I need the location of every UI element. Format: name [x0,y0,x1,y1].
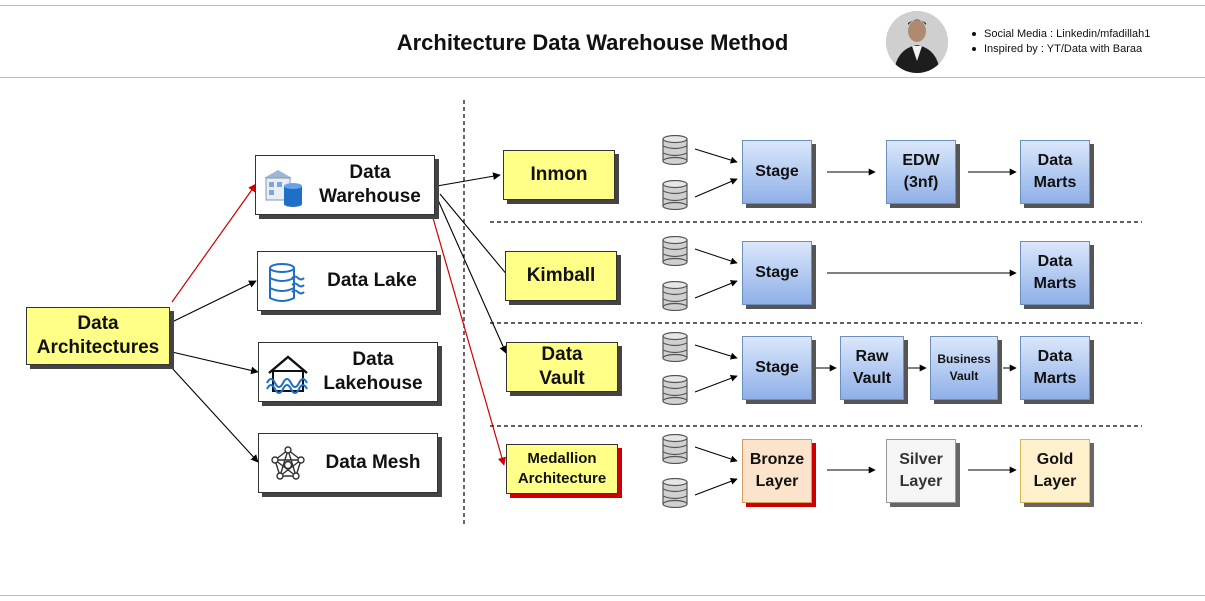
inmon-node[interactable]: Inmon [503,150,615,200]
data-vault-label: Data Vault [539,344,585,389]
inmon-data-marts-label: Data Marts [1033,152,1077,191]
data-architectures-node[interactable]: Data Architectures [26,307,170,365]
top-divider [0,5,1205,6]
data-lake-icon [269,263,305,302]
credits-list: Social Media : Linkedin/mfadillah1 Inspi… [970,27,1150,57]
gold-layer[interactable]: Gold Layer [1020,439,1090,503]
medallion-architecture-node[interactable]: Medallion Architecture [506,444,618,494]
vault-data-marts-label: Data Marts [1033,348,1077,387]
kimball-data-marts[interactable]: Data Marts [1020,241,1090,305]
vault-data-marts[interactable]: Data Marts [1020,336,1090,400]
arrow-root-to-mesh [171,367,259,463]
arrow-warehouse-to-inmon [436,172,501,187]
database-icon [662,236,688,266]
silver-layer-label: Silver Layer [899,451,943,490]
vault-raw-vault[interactable]: Raw Vault [840,336,904,400]
kimball-data-marts-label: Data Marts [1033,253,1077,292]
bronze-layer[interactable]: Bronze Layer [742,439,812,503]
vault-stage[interactable]: Stage [742,336,812,400]
data-lakehouse-label: Data Lakehouse [323,349,423,394]
header-divider [0,77,1205,78]
arrow-root-to-warehouse [171,183,257,303]
inmon-data-marts[interactable]: Data Marts [1020,140,1090,204]
silver-layer[interactable]: Silver Layer [886,439,956,503]
data-warehouse-label: Data Warehouse [319,162,421,207]
arrow-warehouse-to-vault [437,199,507,354]
database-icon [662,180,688,210]
vault-raw-vault-label: Raw Vault [852,348,892,387]
vault-business-vault-label: Business Vault [937,352,991,383]
data-vault-node[interactable]: Data Vault [506,342,618,392]
avatar [886,11,948,73]
inmon-edw[interactable]: EDW (3nf) [886,140,956,204]
database-icon [662,434,688,464]
arrow-root-to-lakehouse [171,351,259,375]
kimball-stage[interactable]: Stage [742,241,812,305]
database-icon [662,478,688,508]
medallion-architecture-label: Medallion Architecture [517,450,607,487]
page-title: Architecture Data Warehouse Method [396,30,789,55]
database-icon [662,332,688,362]
data-mesh-label: Data Mesh [325,452,421,473]
credit-inspired-by: Inspired by : YT/Data with Baraa [970,42,1150,57]
data-warehouse-node[interactable]: Data Warehouse [255,155,435,215]
database-icon [662,281,688,311]
database-icon [662,375,688,405]
bottom-divider [0,595,1205,596]
data-lakehouse-icon [266,355,308,394]
data-mesh-icon [271,446,305,480]
data-lake-node[interactable]: Data Lake [257,251,437,311]
gold-layer-label: Gold Layer [1033,451,1077,490]
arrow-root-to-lake [171,280,257,323]
data-warehouse-icon [264,170,302,207]
data-lake-label: Data Lake [327,270,417,291]
bronze-layer-label: Bronze Layer [749,451,805,490]
vault-business-vault[interactable]: Business Vault [930,336,998,400]
data-lakehouse-node[interactable]: Data Lakehouse [258,342,438,402]
data-mesh-node[interactable]: Data Mesh [258,433,438,493]
kimball-node[interactable]: Kimball [505,251,617,301]
arrow-warehouse-to-medallion [432,217,506,466]
inmon-stage[interactable]: Stage [742,140,812,204]
inmon-edw-label: EDW (3nf) [902,152,940,191]
credit-social-media: Social Media : Linkedin/mfadillah1 [970,27,1150,42]
database-icon [662,135,688,165]
arrow-warehouse-to-kimball [439,193,514,283]
